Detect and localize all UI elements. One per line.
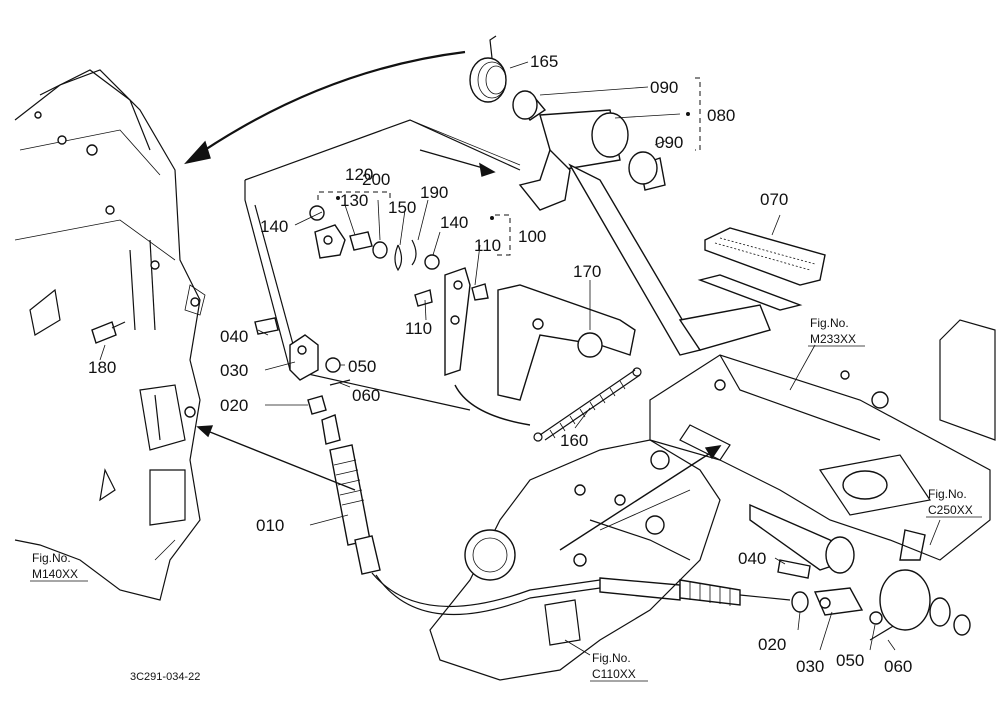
label-180: 180: [88, 358, 116, 377]
bell-crank-right: [749, 503, 971, 636]
label-090-bottom: 090: [655, 133, 683, 152]
fig-ref-c250: Fig.No. C250XX: [926, 487, 982, 518]
label-110-upper: 110: [474, 236, 501, 255]
label-030-lower: 030: [796, 657, 824, 676]
label-130: 130: [340, 191, 368, 210]
bolt-180-icon: [91, 321, 126, 344]
clevis-030-upper: [254, 317, 351, 415]
part-labels: 165 090 080 090 120 200 130 190 150 140 …: [88, 52, 912, 676]
pedal-pad-070: [697, 227, 826, 311]
label-010: 010: [256, 516, 284, 535]
label-140-right: 140: [440, 213, 468, 232]
label-070: 070: [760, 190, 788, 209]
label-090-top: 090: [650, 78, 678, 97]
label-060-lower: 060: [884, 657, 912, 676]
fig-ref-m233-code: M233XX: [810, 332, 856, 346]
lower-frame-assembly: [429, 439, 721, 681]
assembly-arrow-icon: [189, 50, 466, 161]
label-040-lower: 040: [738, 549, 766, 568]
bracket-100: [414, 267, 489, 376]
label-040-upper: 040: [220, 327, 248, 346]
label-050-lower: 050: [836, 651, 864, 670]
bracket-170: [497, 284, 636, 401]
fig-ref-c110-code: C110XX: [592, 667, 636, 681]
label-200: 200: [362, 170, 390, 189]
label-110-lower: 110: [405, 319, 432, 338]
label-190: 190: [420, 183, 448, 202]
label-020-upper: 020: [220, 396, 248, 415]
label-150: 150: [388, 198, 416, 217]
label-170: 170: [573, 262, 601, 281]
leader-lines: [99, 61, 941, 656]
fig-ref-c110-label: Fig.No.: [592, 651, 631, 665]
group-080-bracket: [695, 77, 701, 151]
label-120: 120: [345, 165, 373, 184]
fig-ref-m233-label: Fig.No.: [810, 316, 849, 330]
label-060-upper: 060: [352, 386, 380, 405]
fig-ref-c250-label: Fig.No.: [928, 487, 967, 501]
part-group-120: [309, 205, 440, 272]
label-165: 165: [530, 52, 558, 71]
fig-ref-m140-label: Fig.No.: [32, 551, 71, 565]
pedal-arm-080: [512, 90, 771, 356]
label-020-lower: 020: [758, 635, 786, 654]
cable-end-right: [599, 559, 896, 641]
label-160: 160: [560, 431, 588, 450]
left-frame-assembly: [14, 69, 206, 601]
cable-010: [321, 414, 601, 615]
label-030-upper: 030: [220, 361, 248, 380]
right-frame-assembly: [649, 319, 996, 561]
label-050-upper: 050: [348, 357, 376, 376]
spring-165-icon: [469, 35, 507, 103]
group-120-bracket: [317, 191, 391, 200]
fig-ref-m140: Fig.No. M140XX: [30, 551, 88, 582]
drawing-id: 3C291-034-22: [130, 671, 200, 683]
fig-ref-c110: Fig.No. C110XX: [590, 651, 648, 682]
spring-160-icon: [533, 367, 642, 442]
fig-ref-m233: Fig.No. M233XX: [808, 316, 865, 347]
fig-ref-c250-code: C250XX: [928, 503, 973, 517]
label-140-left: 140: [260, 217, 288, 236]
fig-ref-m140-code: M140XX: [32, 567, 78, 581]
label-080: 080: [707, 106, 735, 125]
label-100: 100: [518, 227, 546, 246]
